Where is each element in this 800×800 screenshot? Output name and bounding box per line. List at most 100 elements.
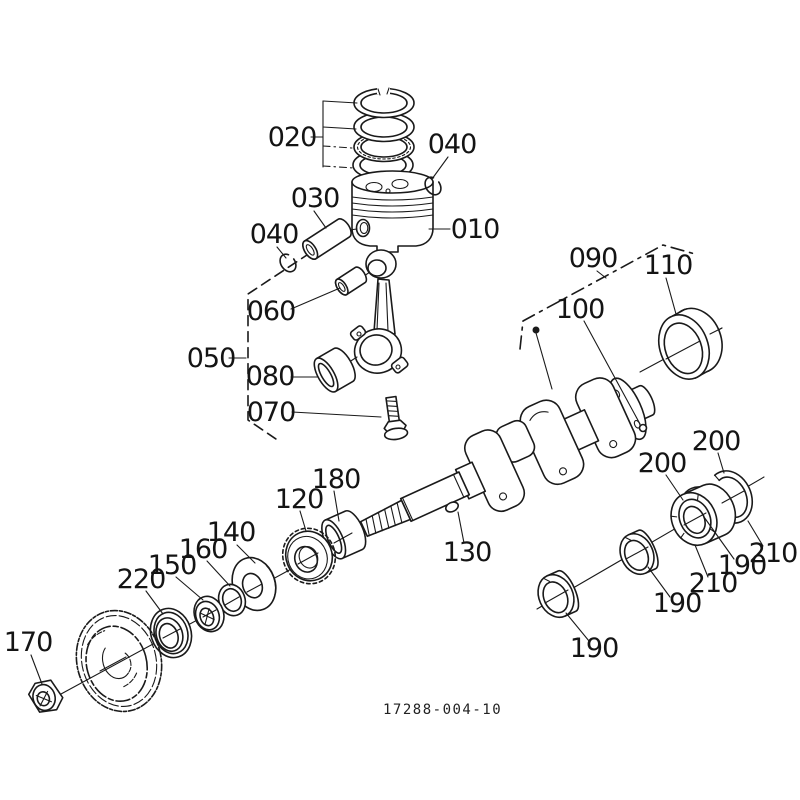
leader-060 [290,287,341,310]
leader-070 [291,411,382,418]
leader-190-mid [703,516,735,560]
web-balance-hole [558,467,568,476]
piston-pin [302,218,352,260]
leader-100 [583,320,641,425]
callout-170-nut: 170 [4,627,53,658]
leader-210-right [747,520,764,547]
crankshaft-pulley [75,609,163,713]
nose-ring-line [452,473,465,498]
leader-190-bottom [565,612,590,642]
crown-valve-recess [391,178,409,190]
callout-090-group: 090 [569,243,618,274]
leader-160 [206,560,231,587]
axis-through-bores-front [99,532,353,672]
crankshaft [359,377,656,538]
gear-teeth [281,527,337,585]
pulley-nut-170 [27,679,64,713]
bolt-threads [385,400,400,417]
callout-200-left: 200 [638,448,687,479]
crankshaft-nose-journal [399,471,471,523]
rod-small-end-bore [367,259,387,277]
leader-200-right [717,452,725,474]
leader-020-bracket [310,100,358,169]
web-balance-hole [498,492,508,501]
rod-big-end-bore [359,334,393,366]
nose-step-line [401,497,414,522]
web-detail-line [529,411,549,421]
leader-140 [236,544,256,564]
callout-070-bolt: 070 [247,397,296,428]
callout-060-bushing: 060 [247,296,296,327]
group-outline-bearing-case-090 [519,244,696,350]
small-end-bushing [334,266,368,296]
seal-bore [158,622,179,649]
rod-cap-lug [349,325,367,341]
callout-120-gear: 120 [275,484,324,515]
callout-180-sleeve: 180 [312,464,361,495]
crankshaft-key [445,501,459,513]
callout-110-main-bearing: 110 [644,250,693,281]
callout-140-washer: 140 [207,517,256,548]
leader-040-top [431,156,449,180]
main-bearing-sleeve-190-upper [619,529,659,576]
leader-lines [30,100,764,685]
leader-120 [299,510,307,532]
main-bearing-110 [657,307,723,380]
callout-210-mid: 210 [689,568,738,599]
leader-090-tick [596,270,607,279]
callout-010-piston: 010 [451,214,500,245]
crown-valve-recess [365,181,383,193]
leader-170 [30,654,43,685]
bearing-bore [663,322,704,375]
rod-bolt [383,395,409,441]
leader-200-left [665,474,684,501]
callout-050-rod-group: 050 [187,343,236,374]
pin-snap-ring-left [279,253,297,273]
leader-130 [457,511,465,544]
callout-200-right: 200 [692,426,741,457]
callout-190-left: 190 [653,588,702,619]
leader-210-mid [694,544,709,578]
spline-hatching [365,502,403,537]
crankpin-bearing-080 [313,347,356,393]
o-ring-160 [217,583,247,617]
callout-190-bottom: 190 [570,633,619,664]
piston-ring-set [352,85,415,181]
piston-ring-2 [353,111,415,143]
callout-labels: 020 040 030 040 010 060 050 080 070 090 … [4,122,799,664]
leader-150 [175,576,204,601]
leader-090-pointer [535,332,553,390]
leader-180 [333,490,340,522]
leader-190-left [647,566,671,598]
pin-snap-ring-right [424,176,442,196]
callout-020-piston-rings: 020 [268,122,317,153]
leader-030 [313,210,327,229]
crankshaft-gear-120 [281,527,337,585]
callout-220-seal: 220 [117,564,166,595]
callout-040-snap-ring-right: 040 [428,129,477,160]
piston [351,170,434,253]
connecting-rod [349,249,409,374]
web-balance-hole [609,439,618,449]
leader-220 [145,590,164,615]
callout-100-crankshaft: 100 [556,294,605,325]
piston-ring-1-top [353,85,415,119]
crankshaft-splined-tip [359,499,412,538]
bearing-sleeve-180 [321,509,367,560]
callout-150-collar: 150 [148,550,197,581]
callout-130-key: 130 [443,537,492,568]
leader-090-dot [532,326,540,334]
callout-160-o-ring: 160 [179,534,228,565]
group-outline-connecting-rod-050 [247,252,311,440]
callout-040-snap-ring-left: 040 [250,219,299,250]
callout-190-mid: 190 [718,550,767,581]
axis-through-bores-rear [544,327,745,604]
rod-shank [373,278,396,335]
callout-210-right: 210 [749,538,798,569]
drawing-number: 17288-004-10 [383,702,502,718]
rod-cap-lug [390,356,409,374]
leader-040-left [276,246,287,259]
leader-110 [665,277,677,315]
